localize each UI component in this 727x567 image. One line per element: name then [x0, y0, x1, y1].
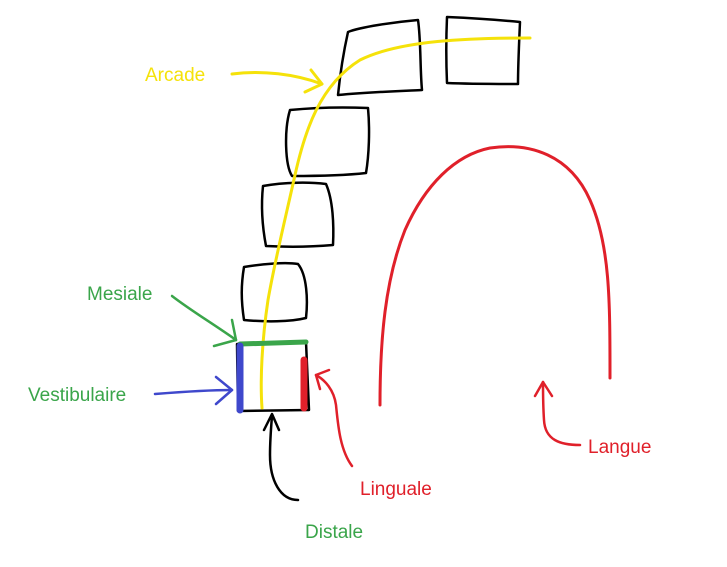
tooth-3 [284, 106, 371, 178]
tooth-2 [445, 15, 522, 86]
label-arcade: Arcade [145, 65, 205, 86]
label-mesiale: Mesiale [87, 284, 152, 305]
label-langue: Langue [588, 437, 651, 458]
arcade-curve [259, 36, 532, 410]
tooth-4 [260, 181, 335, 248]
tooth-5 [240, 261, 309, 323]
label-linguale: Linguale [360, 479, 432, 500]
arcade-arrow [230, 68, 324, 94]
mesiale-arrow [170, 294, 238, 348]
mesiale-edge [237, 339, 309, 347]
langue-arrow [533, 380, 582, 447]
vestibulaire-arrow [153, 375, 234, 406]
distale-arrow [262, 412, 300, 502]
tooth-1 [336, 18, 424, 97]
teeth [235, 15, 522, 413]
langue-arch [378, 145, 612, 407]
label-vestibulaire: Vestibulaire [28, 385, 126, 406]
linguale-arrow [314, 368, 354, 468]
tooth-6 [235, 340, 311, 413]
label-distale: Distale [305, 522, 363, 543]
